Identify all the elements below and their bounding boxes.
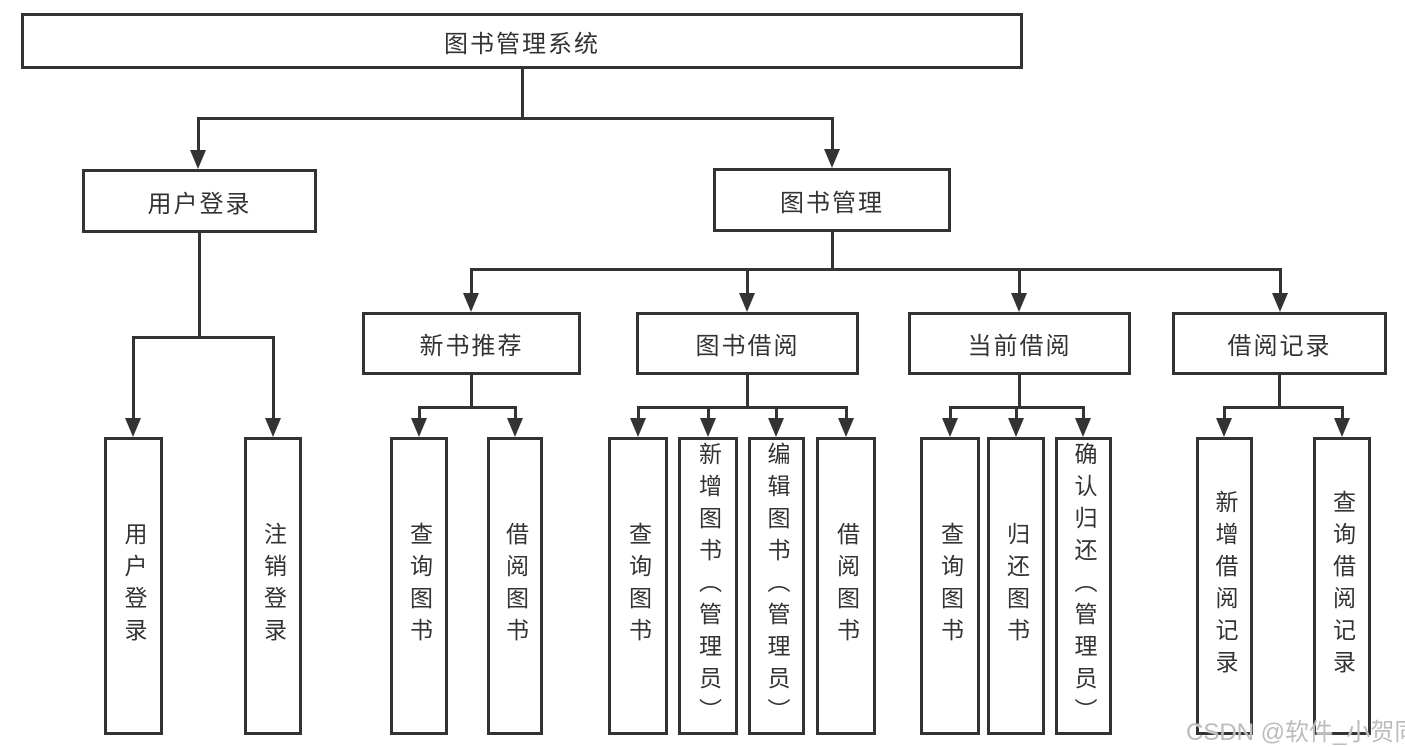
leaf-return-book-label: 归还图书 bbox=[1003, 522, 1030, 650]
connector-new-book-recommend-stub bbox=[470, 375, 473, 408]
arrow-to-leaf-logout bbox=[265, 336, 281, 437]
node-borrow-records: 借阅记录 bbox=[1172, 312, 1387, 375]
leaf-query-book-3-label: 查询图书 bbox=[937, 522, 964, 650]
arrow-to-leaf-add-borrow-record bbox=[1216, 406, 1232, 437]
node-new-book-recommend: 新书推荐 bbox=[362, 312, 581, 375]
leaf-borrow-book-1: 借阅图书 bbox=[487, 437, 543, 735]
node-root-label: 图书管理系统 bbox=[444, 30, 600, 58]
leaf-borrow-book-1-label: 借阅图书 bbox=[502, 522, 529, 650]
connector-book-borrow-stub bbox=[746, 375, 749, 408]
leaf-query-book-1-label: 查询图书 bbox=[406, 522, 433, 650]
arrow-to-borrow-records bbox=[1272, 268, 1288, 312]
arrow-to-book-management bbox=[824, 117, 840, 168]
leaf-confirm-return-admin: 确认归还（管理员） bbox=[1055, 437, 1112, 735]
arrow-to-current-borrow bbox=[1011, 268, 1027, 312]
node-current-borrow: 当前借阅 bbox=[908, 312, 1131, 375]
arrow-to-leaf-borrow-book-2 bbox=[838, 406, 854, 437]
arrow-to-leaf-return-book bbox=[1008, 406, 1024, 437]
arrow-to-leaf-query-book-3 bbox=[942, 406, 958, 437]
leaf-add-book-admin: 新增图书（管理员） bbox=[678, 437, 738, 735]
leaf-user-login-label: 用户登录 bbox=[121, 522, 147, 650]
arrow-to-leaf-query-borrow-record bbox=[1334, 406, 1350, 437]
connector-new-book-recommend-bar bbox=[417, 406, 517, 409]
arrow-to-leaf-query-book-2 bbox=[630, 406, 646, 437]
connector-book-management-stub bbox=[830, 232, 834, 270]
node-book-management-label: 图书管理 bbox=[780, 189, 884, 217]
node-new-book-recommend-label: 新书推荐 bbox=[419, 333, 524, 360]
leaf-query-book-3: 查询图书 bbox=[920, 437, 980, 735]
leaf-add-book-admin-label: 新增图书（管理员） bbox=[695, 442, 722, 730]
leaf-return-book: 归还图书 bbox=[987, 437, 1045, 735]
node-user-login: 用户登录 bbox=[82, 169, 317, 233]
node-book-borrow: 图书借阅 bbox=[636, 312, 859, 375]
connector-root-stub bbox=[520, 69, 524, 119]
node-book-management: 图书管理 bbox=[713, 168, 951, 232]
leaf-user-login: 用户登录 bbox=[104, 437, 163, 735]
node-root: 图书管理系统 bbox=[21, 13, 1023, 69]
connector-book-borrow-bar bbox=[636, 406, 847, 409]
arrow-to-leaf-confirm-return bbox=[1075, 406, 1091, 437]
leaf-add-borrow-record: 新增借阅记录 bbox=[1196, 437, 1253, 735]
connector-level1-bar bbox=[196, 117, 834, 120]
arrow-to-leaf-borrow-book-1 bbox=[507, 406, 523, 437]
arrow-to-book-borrow bbox=[739, 268, 755, 312]
node-borrow-records-label: 借阅记录 bbox=[1227, 333, 1332, 360]
node-user-login-label: 用户登录 bbox=[147, 190, 252, 218]
connector-borrow-records-stub bbox=[1278, 375, 1281, 408]
arrow-to-leaf-add-book bbox=[700, 406, 716, 437]
leaf-query-book-2: 查询图书 bbox=[608, 437, 668, 735]
connector-borrow-records-bar bbox=[1222, 406, 1343, 409]
connector-current-borrow-stub bbox=[1018, 375, 1021, 408]
leaf-confirm-return-admin-label: 确认归还（管理员） bbox=[1071, 442, 1097, 730]
leaf-add-borrow-record-label: 新增借阅记录 bbox=[1212, 490, 1238, 682]
csdn-watermark: CSDN @软件_小贺同学 bbox=[1186, 719, 1405, 746]
leaf-query-borrow-record-label: 查询借阅记录 bbox=[1329, 490, 1356, 682]
leaf-query-book-1: 查询图书 bbox=[390, 437, 448, 735]
leaf-query-book-2-label: 查询图书 bbox=[625, 522, 652, 650]
leaf-query-borrow-record: 查询借阅记录 bbox=[1313, 437, 1371, 735]
connector-user-login-stub bbox=[198, 233, 201, 338]
leaf-logout: 注销登录 bbox=[244, 437, 302, 735]
leaf-edit-book-admin: 编辑图书（管理员） bbox=[748, 437, 805, 735]
arrow-to-new-book-recommend bbox=[463, 268, 479, 312]
arrow-to-leaf-query-book-1 bbox=[411, 406, 427, 437]
leaf-logout-label: 注销登录 bbox=[260, 522, 287, 650]
arrow-to-user-login bbox=[190, 117, 206, 169]
connector-level2-bar bbox=[469, 268, 1282, 271]
leaf-edit-book-admin-label: 编辑图书（管理员） bbox=[764, 442, 790, 730]
connector-user-login-bar bbox=[131, 336, 275, 339]
leaf-borrow-book-2: 借阅图书 bbox=[816, 437, 876, 735]
arrow-to-leaf-edit-book bbox=[768, 406, 784, 437]
arrow-to-leaf-user-login bbox=[125, 336, 141, 437]
node-book-borrow-label: 图书借阅 bbox=[695, 333, 800, 360]
leaf-borrow-book-2-label: 借阅图书 bbox=[833, 522, 860, 650]
node-current-borrow-label: 当前借阅 bbox=[967, 333, 1072, 360]
